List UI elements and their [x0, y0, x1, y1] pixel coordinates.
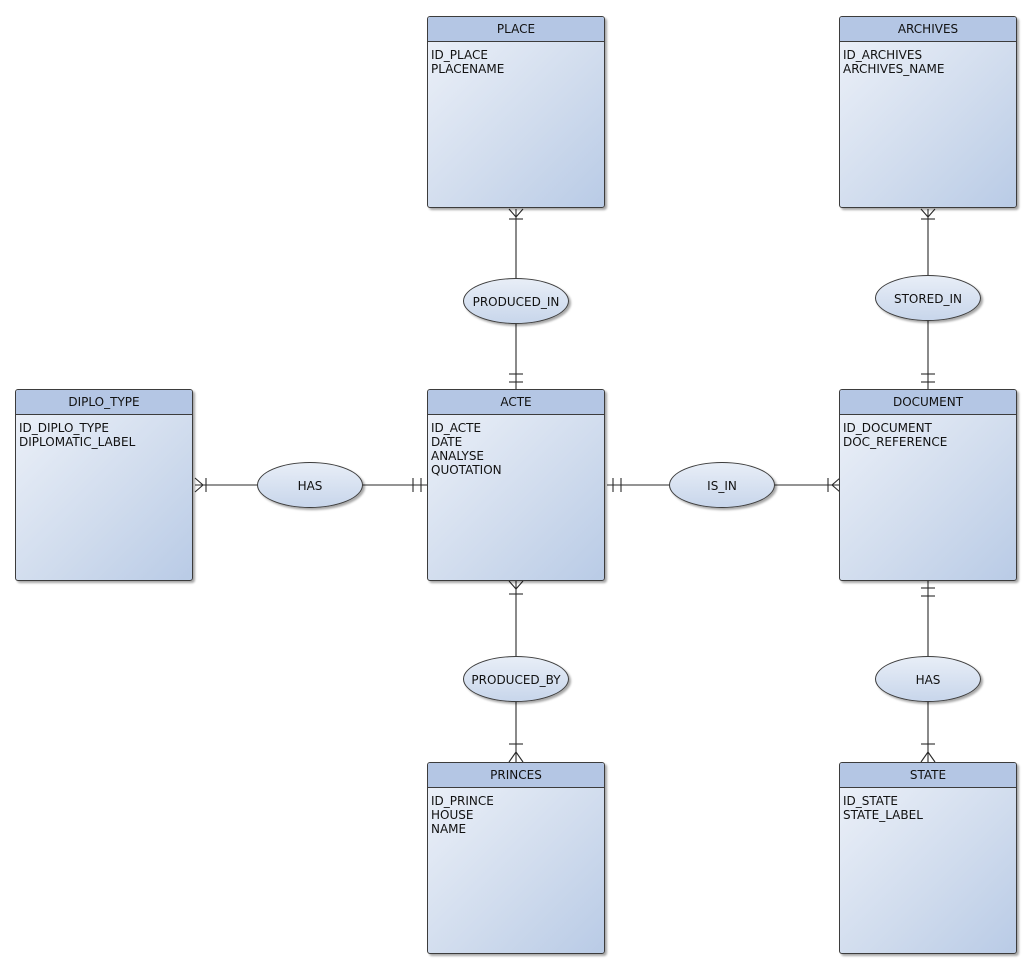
- attribute: ID_PRINCE: [431, 794, 494, 808]
- entity-archives[interactable]: ARCHIVES ID_ARCHIVES ARCHIVES_NAME: [839, 16, 1017, 208]
- attribute: ID_DIPLO_TYPE: [19, 421, 109, 435]
- attribute: ID_ACTE: [431, 421, 482, 435]
- attribute: ID_ARCHIVES: [843, 48, 923, 62]
- attribute: ID_PLACE: [431, 48, 488, 62]
- entity-diplo-type[interactable]: DIPLO_TYPE ID_DIPLO_TYPE DIPLOMATIC_LABE…: [15, 389, 193, 581]
- entity-document[interactable]: DOCUMENT ID_DOCUMENT DOC_REFERENCE: [839, 389, 1017, 581]
- crowfoot-state: [920, 751, 936, 763]
- attribute-list: ID_DIPLO_TYPE DIPLOMATIC_LABEL: [16, 415, 192, 449]
- crowfoot-document: [831, 477, 841, 493]
- attribute: ID_STATE: [843, 794, 898, 808]
- attribute: ID_DOCUMENT: [843, 421, 932, 435]
- crowfoot-diplo: [194, 477, 204, 493]
- relation-has-diplo-type[interactable]: HAS: [257, 462, 363, 508]
- entity-header: PRINCES: [428, 763, 604, 788]
- attribute: ANALYSE: [431, 449, 485, 463]
- entity-header: ACTE: [428, 390, 604, 415]
- crowfoot-place: [508, 208, 524, 218]
- attribute: HOUSE: [431, 808, 474, 822]
- attribute-list: ID_ACTE DATE ANALYSE QUOTATION: [428, 415, 604, 477]
- relation-has-state[interactable]: HAS: [875, 656, 981, 702]
- crowfoot-acte-bottom: [508, 580, 524, 590]
- attribute: DIPLOMATIC_LABEL: [19, 435, 136, 449]
- attribute: PLACENAME: [431, 62, 505, 76]
- entity-header: PLACE: [428, 17, 604, 42]
- attribute-list: ID_STATE STATE_LABEL: [840, 788, 1016, 822]
- relation-is-in[interactable]: IS_IN: [669, 462, 775, 508]
- attribute-list: ID_PLACE PLACENAME: [428, 42, 604, 76]
- relation-produced-by[interactable]: PRODUCED_BY: [463, 656, 569, 702]
- relation-stored-in[interactable]: STORED_IN: [875, 275, 981, 321]
- attribute-list: ID_DOCUMENT DOC_REFERENCE: [840, 415, 1016, 449]
- attribute: QUOTATION: [431, 463, 502, 477]
- attribute: NAME: [431, 822, 467, 836]
- entity-acte[interactable]: ACTE ID_ACTE DATE ANALYSE QUOTATION: [427, 389, 605, 581]
- entity-header: DIPLO_TYPE: [16, 390, 192, 415]
- attribute-list: ID_ARCHIVES ARCHIVES_NAME: [840, 42, 1016, 76]
- attribute: DOC_REFERENCE: [843, 435, 948, 449]
- attribute: STATE_LABEL: [843, 808, 923, 822]
- crowfoot-princes: [508, 751, 524, 763]
- entity-header: STATE: [840, 763, 1016, 788]
- entity-state[interactable]: STATE ID_STATE STATE_LABEL: [839, 762, 1017, 954]
- attribute: DATE: [431, 435, 463, 449]
- relation-produced-in[interactable]: PRODUCED_IN: [463, 278, 569, 324]
- attribute: ARCHIVES_NAME: [843, 62, 945, 76]
- entity-header: DOCUMENT: [840, 390, 1016, 415]
- attribute-list: ID_PRINCE HOUSE NAME: [428, 788, 604, 836]
- entity-princes[interactable]: PRINCES ID_PRINCE HOUSE NAME: [427, 762, 605, 954]
- entity-place[interactable]: PLACE ID_PLACE PLACENAME: [427, 16, 605, 208]
- entity-header: ARCHIVES: [840, 17, 1016, 42]
- crowfoot-archives: [920, 208, 936, 218]
